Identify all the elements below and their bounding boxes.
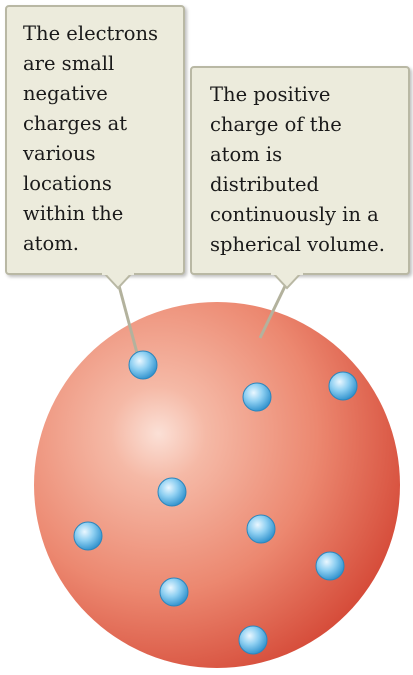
callout-text-line: charge of the bbox=[210, 113, 342, 136]
callout-text-line: atom is bbox=[210, 143, 283, 166]
atom-sphere bbox=[34, 302, 400, 668]
callout-text-line: various bbox=[23, 142, 96, 165]
positive-charge-callout: The positive charge of the atom is distr… bbox=[190, 66, 410, 275]
callout-text-line: The positive bbox=[210, 83, 331, 106]
positive-charge-leader-line bbox=[258, 281, 289, 339]
callout-text-line: within the bbox=[23, 202, 124, 225]
electron-leader-line bbox=[116, 281, 139, 354]
callout-text-line: atom. bbox=[23, 232, 79, 255]
callout-text-line: charges at bbox=[23, 112, 128, 135]
callout-text-line: locations bbox=[23, 172, 112, 195]
callout-text-line: spherical volume. bbox=[210, 233, 385, 256]
callout-text-line: The electrons bbox=[23, 22, 159, 45]
callout-text-line: continuously in a bbox=[210, 203, 379, 226]
callout-text-line: are small bbox=[23, 52, 115, 75]
callout-text-line: negative bbox=[23, 82, 108, 105]
electrons-callout: The electrons are small negative charges… bbox=[5, 5, 185, 275]
callout-text-line: distributed bbox=[210, 173, 320, 196]
